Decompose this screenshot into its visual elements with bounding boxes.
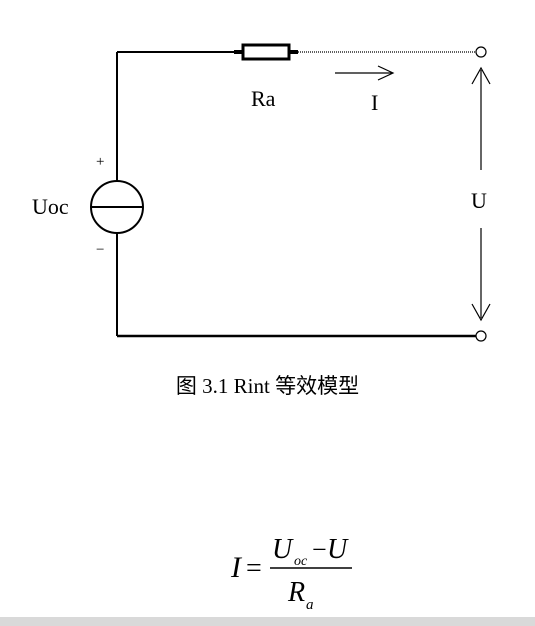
minus-sign: − bbox=[96, 242, 105, 258]
formula-num-minus: − bbox=[312, 535, 327, 564]
formula-equals: = bbox=[246, 553, 262, 584]
resistor-ra bbox=[241, 43, 291, 61]
circuit-diagram bbox=[90, 43, 491, 342]
formula-num-sub: oc bbox=[294, 554, 308, 569]
formula-den-r: R bbox=[287, 577, 305, 608]
voltage-label: U bbox=[471, 188, 487, 213]
formula-den-sub: a bbox=[306, 597, 314, 613]
current-label: I bbox=[371, 90, 379, 115]
plus-sign: + bbox=[96, 154, 105, 170]
bottom-bar bbox=[0, 617, 535, 626]
formula-num-u: U bbox=[272, 534, 294, 565]
resistor-label: Ra bbox=[251, 86, 276, 111]
bottom-terminal bbox=[475, 330, 487, 342]
figure-caption: 图 3.1 Rint 等效模型 bbox=[175, 374, 360, 398]
source-label: Uoc bbox=[32, 194, 69, 219]
voltage-arrow-up-head bbox=[471, 66, 491, 85]
formula-num-u2: U bbox=[327, 534, 349, 565]
top-terminal bbox=[475, 46, 487, 58]
current-arrow-head bbox=[377, 65, 395, 81]
formula-lhs: I bbox=[230, 551, 243, 584]
voltage-arrow-down-head bbox=[471, 303, 491, 322]
current-formula: I = U oc − U R a bbox=[230, 534, 352, 613]
